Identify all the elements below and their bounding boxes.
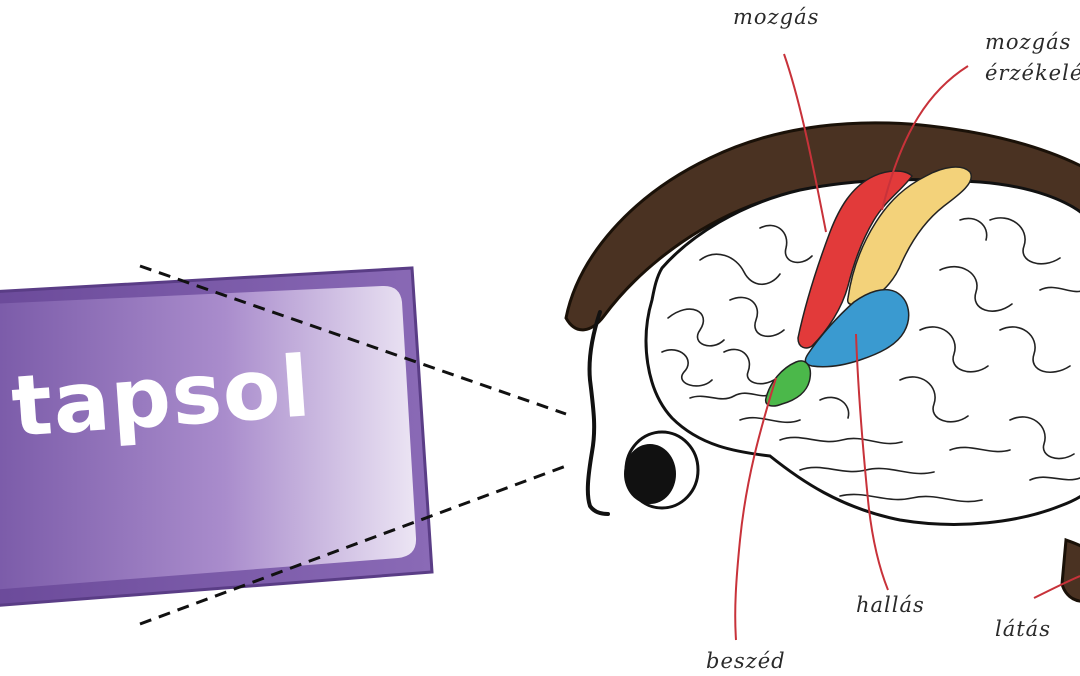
face-outline bbox=[585, 310, 610, 516]
eye bbox=[624, 430, 700, 510]
label-motor: mozgás bbox=[733, 5, 820, 29]
label-vision: látás bbox=[995, 617, 1051, 641]
hearing-region bbox=[804, 288, 910, 368]
label-hearing: hallás bbox=[856, 593, 925, 617]
speech-region bbox=[764, 360, 812, 407]
brain-folds bbox=[661, 217, 1080, 503]
label-sensory-line2: érzékelés bbox=[985, 61, 1080, 85]
label-sensory-line1: mozgás bbox=[985, 30, 1072, 54]
pointer-lines bbox=[734, 53, 1080, 641]
line-of-sight bbox=[139, 264, 567, 626]
word-card bbox=[0, 266, 434, 607]
label-speech: beszéd bbox=[706, 649, 786, 673]
